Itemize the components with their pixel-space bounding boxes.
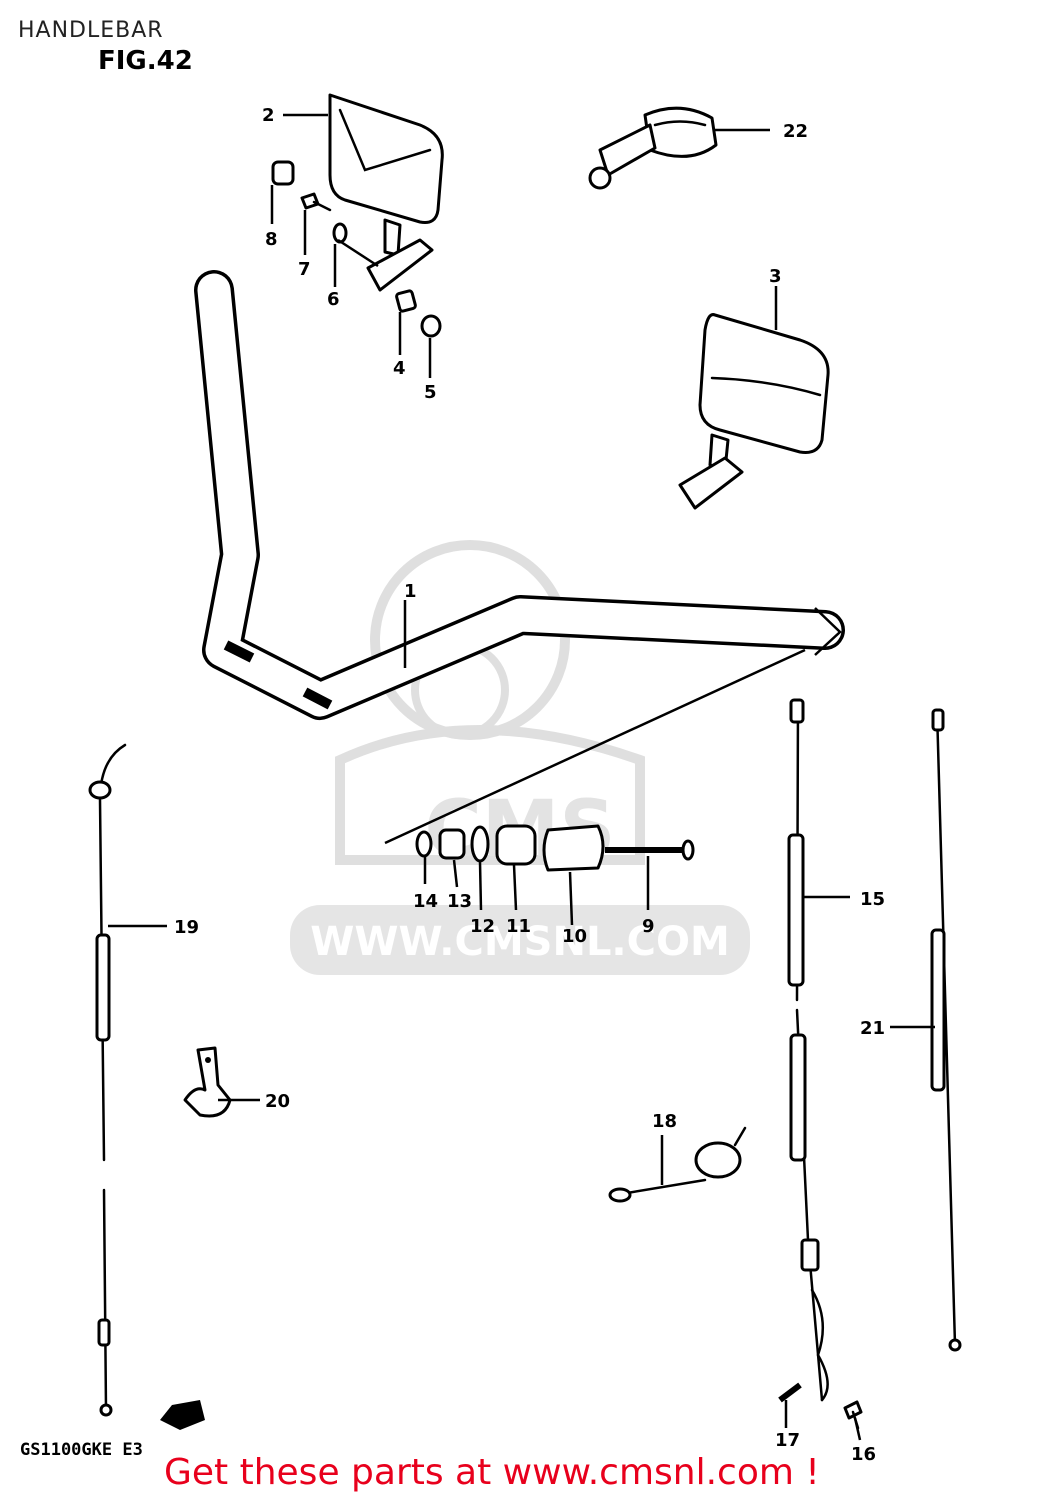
- label-9: 9: [642, 916, 655, 937]
- leader-lines: [108, 113, 935, 1441]
- clutch-cable: [787, 698, 829, 1402]
- label-3: 3: [769, 266, 782, 287]
- mirror-right: [678, 313, 830, 510]
- model-code: GS1100GKE E3: [20, 1440, 143, 1460]
- cable-clamp: [183, 1046, 232, 1118]
- part-labels: 1 2 3 4 5 6 7 8 9 10 11 12 13 14 15 16 1…: [174, 105, 885, 1465]
- hardware-small: [271, 160, 442, 338]
- forward-arrow-icon: [160, 1400, 205, 1430]
- label-7: 7: [298, 259, 311, 280]
- label-14: 14: [413, 891, 438, 912]
- label-19: 19: [174, 917, 199, 938]
- label-21: 21: [860, 1018, 885, 1039]
- throttle-cable: [88, 743, 127, 1417]
- label-2: 2: [262, 105, 275, 126]
- label-18: 18: [652, 1111, 677, 1132]
- wire-clip: [608, 1126, 747, 1203]
- cable-21: [930, 708, 962, 1352]
- label-8: 8: [265, 229, 278, 250]
- mirror-left: [328, 93, 444, 292]
- label-12: 12: [470, 916, 495, 937]
- throttle-grip-housing: [588, 106, 718, 190]
- label-20: 20: [265, 1091, 290, 1112]
- label-17: 17: [775, 1430, 800, 1451]
- label-22: 22: [783, 121, 808, 142]
- label-4: 4: [393, 358, 406, 379]
- page-title: HANDLEBAR: [18, 18, 164, 43]
- label-1: 1: [404, 581, 417, 602]
- label-11: 11: [506, 916, 531, 937]
- label-15: 15: [860, 889, 885, 910]
- label-6: 6: [327, 289, 340, 310]
- label-5: 5: [424, 382, 437, 403]
- cta-link[interactable]: Get these parts at www.cmsnl.com !: [164, 1452, 820, 1493]
- handlebar: [194, 270, 845, 720]
- bar-end-weight-assembly: [384, 648, 806, 872]
- label-13: 13: [447, 891, 472, 912]
- label-16: 16: [851, 1444, 876, 1465]
- label-10: 10: [562, 926, 587, 947]
- watermark-url: WWW.CMSNL.COM: [310, 919, 730, 965]
- figure-number: FIG.42: [98, 46, 193, 76]
